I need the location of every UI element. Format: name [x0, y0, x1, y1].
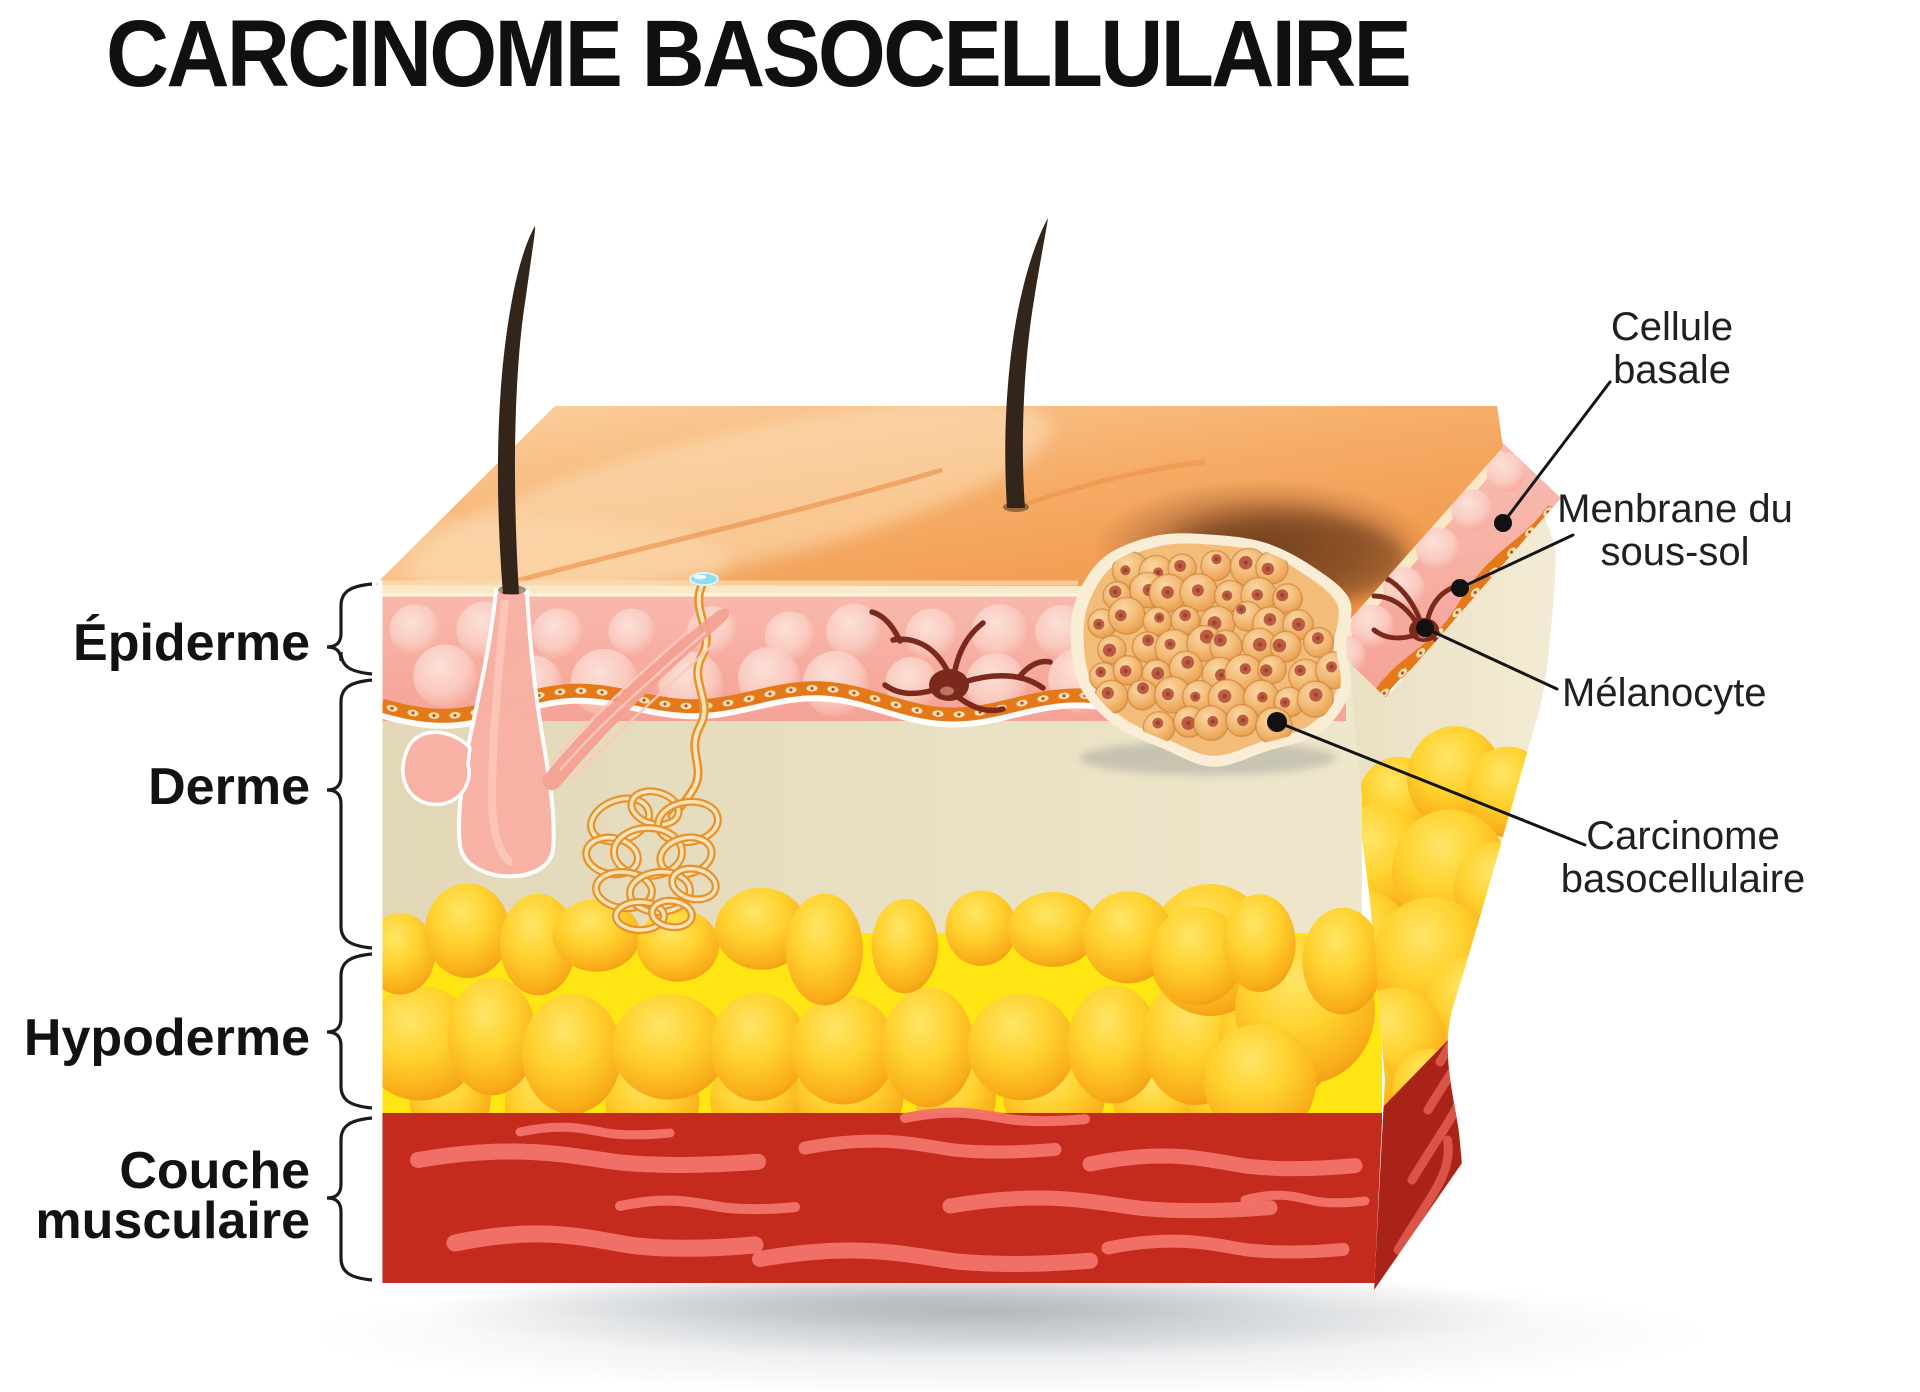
leader-basement-membrane: [1458, 533, 1575, 590]
label-melanocyte: Mélanocyte: [1562, 671, 1767, 715]
label-epidermis: Épiderme: [73, 614, 310, 672]
leader-carcinoma: [1275, 720, 1587, 847]
carcinoma-mass: [1070, 533, 1352, 775]
layer-braces: [326, 582, 373, 1282]
hairs: [497, 218, 1048, 595]
skin-appendages: [401, 580, 1053, 934]
leader-dot: [1451, 579, 1469, 597]
label-dermis: Derme: [148, 758, 310, 816]
label-hypodermis: Hypoderme: [23, 1009, 310, 1067]
leader-melanocyte: [1423, 626, 1559, 691]
layer-brace: [326, 1116, 373, 1282]
layer-brace: [326, 582, 373, 676]
layer-brace: [326, 952, 373, 1110]
leader-dot: [1267, 712, 1287, 732]
leader-basal-cell: [1501, 380, 1612, 525]
layer-brace: [326, 678, 373, 950]
label-carcinoma: Carcinome basocellulaire: [1560, 814, 1806, 901]
ground-shadow: [310, 1266, 1710, 1392]
hair-icon: [497, 226, 536, 594]
sebaceous-gland: [401, 730, 472, 807]
sweat-pore: [689, 572, 719, 586]
skin-crease: [1021, 459, 1206, 508]
label-muscle: Couche musculaire: [35, 1142, 310, 1250]
skin-crease: [515, 467, 943, 584]
label-basement-membrane: Menbrane du sous-sol: [1557, 487, 1793, 574]
leader-dot: [1416, 619, 1434, 637]
arrector-pili-muscle: [542, 608, 730, 791]
sweat-gland: [582, 580, 722, 934]
muscle-fibers: [410, 1107, 1370, 1272]
hair-follicle: [401, 587, 556, 879]
melanocyte-cell: [869, 609, 1053, 714]
hair-icon: [1005, 218, 1048, 508]
leader-dot: [1494, 514, 1512, 532]
annotation-leaders: [1267, 380, 1612, 847]
page-title: CARCINOME BASOCELLULAIRE: [106, 1, 1412, 107]
label-basal-cell: Cellule basale: [1610, 305, 1734, 392]
